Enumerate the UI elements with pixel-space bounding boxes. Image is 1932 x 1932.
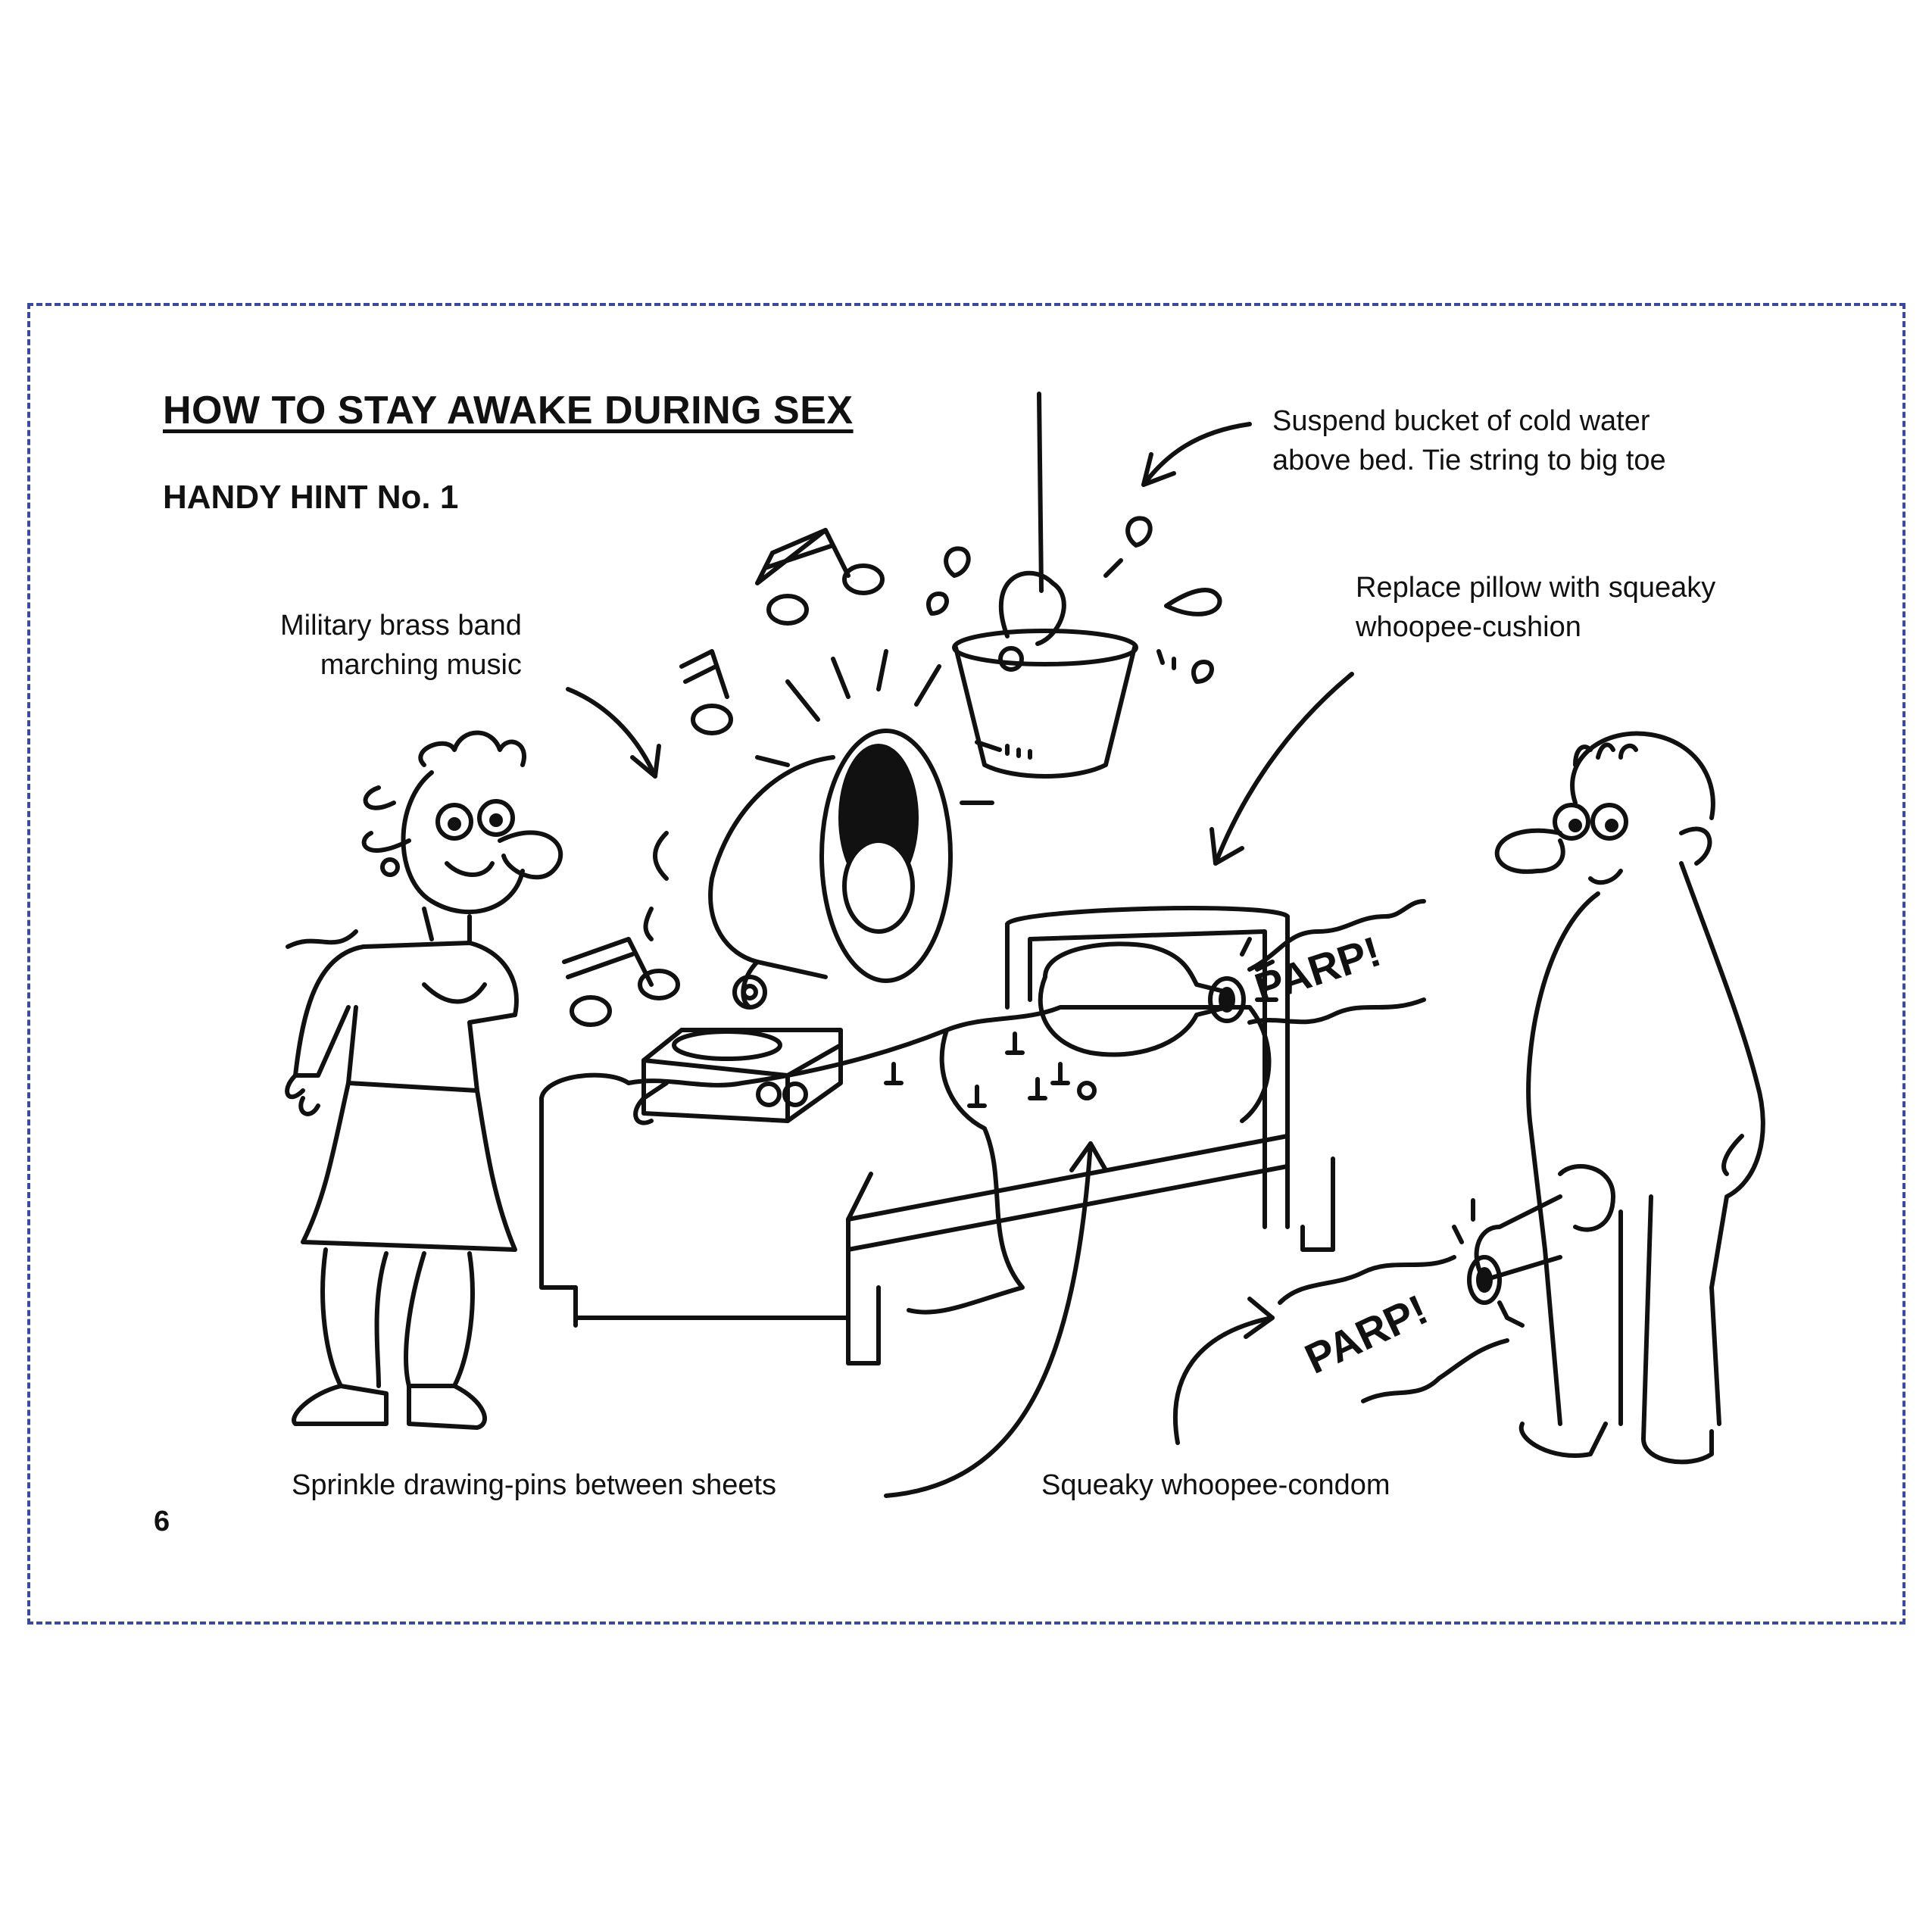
caption-pillow-line-1: Replace pillow with squeaky bbox=[1356, 572, 1716, 604]
caption-brass-band-line-2: marching music bbox=[320, 649, 522, 681]
whoopee-condom-icon bbox=[1278, 1194, 1562, 1403]
caption-bucket-line-2: above bed. Tie string to big toe bbox=[1272, 445, 1666, 476]
caption-pins: Sprinkle drawing-pins between sheets bbox=[292, 1469, 777, 1501]
whoopee-cushion-icon bbox=[1038, 899, 1426, 1057]
music-note-icon-3 bbox=[562, 937, 680, 1027]
arrow-bucket bbox=[1141, 422, 1252, 487]
man-figure bbox=[1494, 731, 1765, 1465]
caption-bucket: Suspend bucket of cold water above bed. … bbox=[1272, 401, 1666, 480]
caption-pillow: Replace pillow with squeaky whoopee-cush… bbox=[1356, 568, 1715, 647]
page-title: HOW TO STAY AWAKE DURING SEX bbox=[163, 389, 854, 432]
music-note-icon-2 bbox=[679, 649, 733, 735]
cut-line-frame bbox=[27, 303, 1905, 1625]
bucket-icon bbox=[926, 392, 1222, 779]
arrow-pins bbox=[884, 1141, 1108, 1498]
caption-bucket-line-1: Suspend bucket of cold water bbox=[1272, 405, 1650, 437]
caption-condom: Squeaky whoopee-condom bbox=[1041, 1469, 1390, 1501]
pillow-parp-text: PARP! bbox=[1249, 927, 1386, 1012]
bed-icon bbox=[539, 906, 1335, 1366]
woman-figure bbox=[285, 730, 563, 1430]
sound-lines bbox=[643, 649, 1002, 941]
caption-brass-band: Military brass band marching music bbox=[280, 606, 522, 685]
page-subtitle: HANDY HINT No. 1 bbox=[163, 479, 459, 516]
page-number: 6 bbox=[154, 1506, 170, 1537]
caption-brass-band-line-1: Military brass band bbox=[280, 610, 522, 641]
gramophone-icon bbox=[633, 729, 953, 1125]
caption-pillow-line-2: whoopee-cushion bbox=[1356, 611, 1581, 643]
condom-parp-text: PARP! bbox=[1297, 1285, 1434, 1383]
music-note-icon bbox=[755, 528, 885, 626]
arrow-brass-band bbox=[566, 687, 661, 779]
arrow-condom bbox=[1172, 1297, 1275, 1445]
arrow-pillow bbox=[1209, 672, 1354, 866]
